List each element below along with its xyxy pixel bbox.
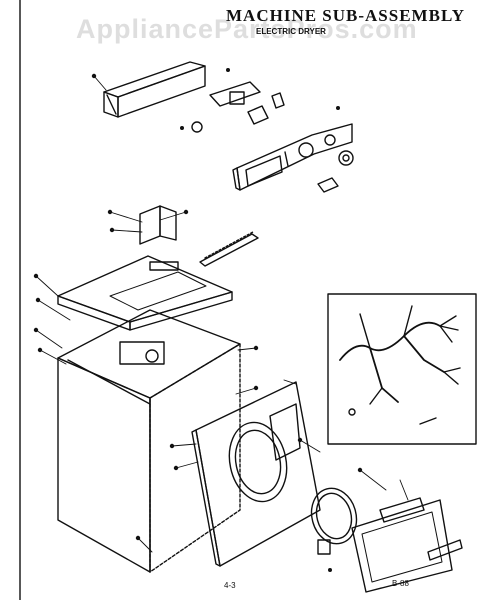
door-handle	[427, 539, 463, 561]
page-code: B-88	[392, 579, 409, 588]
fastener-dots	[33, 68, 363, 572]
watermark-text: AppliancePartsPros.com	[76, 14, 418, 44]
control-panel	[232, 123, 353, 191]
cabinet	[57, 309, 241, 573]
lint-screen	[199, 231, 259, 267]
front-panel	[191, 381, 321, 567]
top-bracket	[139, 205, 177, 245]
console-top-trim	[103, 61, 206, 118]
door-assembly	[317, 497, 453, 593]
diagram-title: MACHINE SUB-ASSEMBLY	[226, 6, 465, 25]
timer-bracket-parts	[191, 81, 285, 133]
page-number: 4-3	[224, 581, 236, 590]
wiring-harness-inset	[327, 293, 477, 445]
diagram-subtitle: ELECTRIC DRYER	[256, 27, 326, 36]
top-panel	[57, 255, 233, 331]
control-knob-parts	[317, 150, 354, 193]
door-gasket	[310, 487, 358, 545]
callout-leaders	[35, 75, 409, 553]
